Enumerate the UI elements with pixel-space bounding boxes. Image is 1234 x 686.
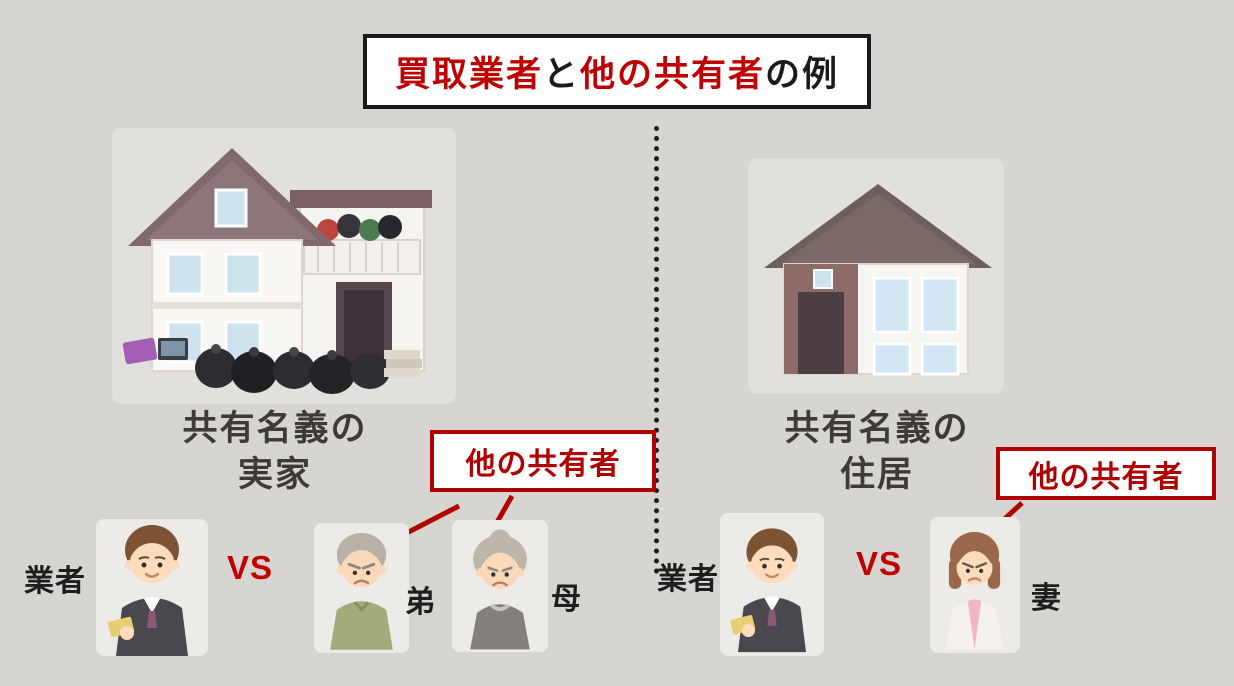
right-property-line2: 住居 bbox=[839, 455, 914, 495]
left-coowner-brother-figure bbox=[314, 523, 409, 653]
title-segment-coowner: 他の共有者 bbox=[580, 55, 766, 94]
title-segment-buyer: 買取業者 bbox=[394, 55, 543, 94]
cluttered-house-icon bbox=[122, 148, 432, 394]
businessman-icon bbox=[107, 525, 188, 656]
left-property-line1: 共有名義の bbox=[182, 409, 368, 448]
businessman-icon bbox=[730, 528, 807, 653]
left-vs-label: VS bbox=[227, 549, 274, 586]
left-buyer-figure bbox=[96, 519, 208, 656]
left-coowner-mother-label: 母 bbox=[551, 583, 582, 616]
elderly-woman-icon bbox=[470, 529, 530, 650]
right-property-label: 共有名義の 住居 bbox=[752, 406, 1002, 498]
right-property-line1: 共有名義の bbox=[784, 409, 970, 448]
left-coowner-brother-label: 弟 bbox=[405, 586, 436, 619]
right-buyer-label: 業者 bbox=[657, 563, 719, 596]
left-property-label: 共有名義の 実家 bbox=[150, 406, 400, 498]
right-buyer-figure bbox=[720, 513, 824, 656]
residence-house-icon bbox=[764, 184, 992, 376]
right-coowner-wife-label: 妻 bbox=[1031, 582, 1062, 615]
right-coowner-callout: 他の共有者 bbox=[996, 447, 1216, 500]
elderly-man-icon bbox=[330, 532, 393, 650]
left-coowner-callout: 他の共有者 bbox=[430, 430, 656, 492]
left-coowner-mother-figure bbox=[452, 520, 548, 652]
left-buyer-label: 業者 bbox=[24, 565, 86, 598]
right-coowner-wife-figure bbox=[930, 517, 1020, 653]
title-segment-example: の例 bbox=[765, 55, 840, 94]
vertical-dotted-divider bbox=[654, 126, 659, 574]
right-vs-label: VS bbox=[856, 545, 903, 582]
left-property-line2: 実家 bbox=[237, 455, 312, 495]
angry-woman-icon bbox=[946, 532, 1003, 650]
title-segment-and: と bbox=[542, 55, 580, 94]
title-box: 買取業者と他の共有者の例 bbox=[362, 34, 872, 109]
